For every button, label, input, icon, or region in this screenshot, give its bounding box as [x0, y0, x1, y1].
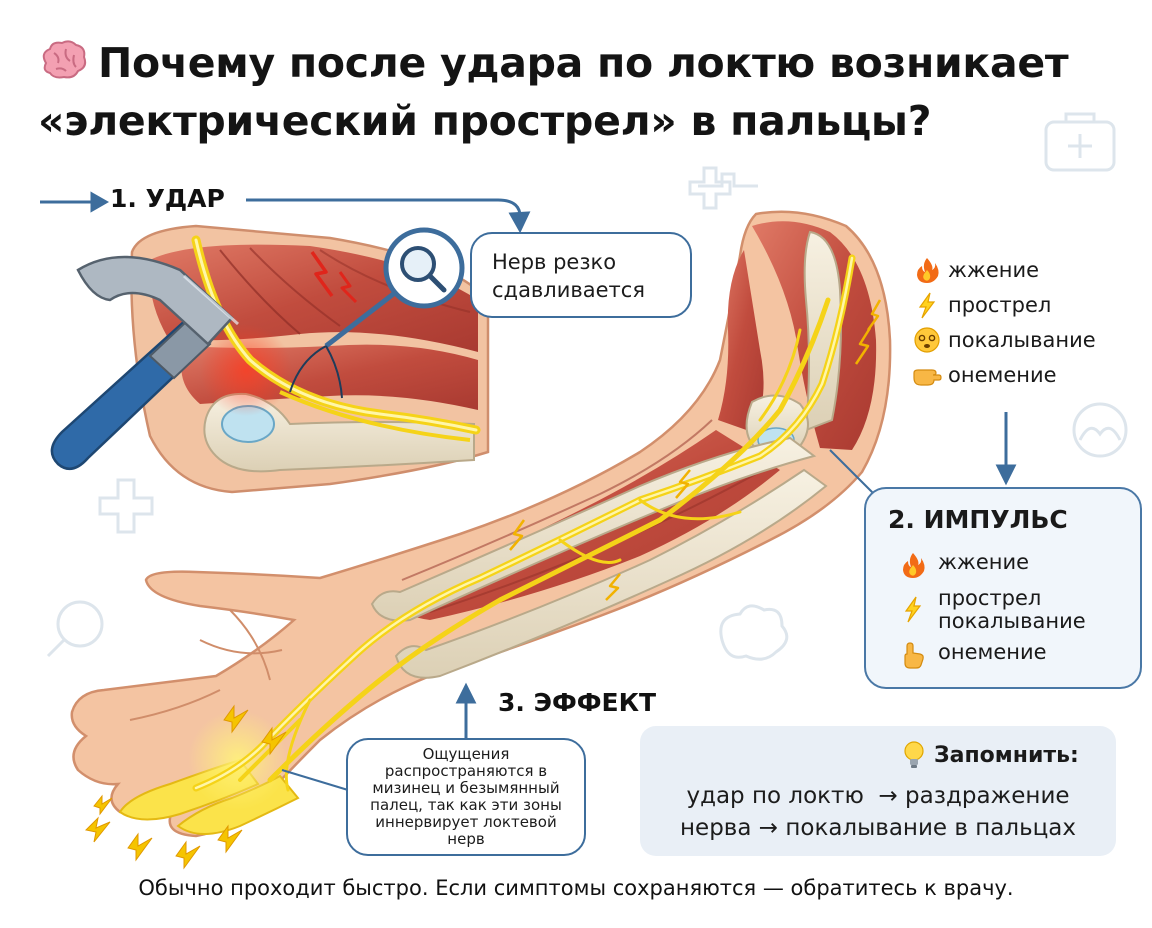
step3-arrow: [281, 682, 477, 791]
step2-label: 2. ИМПУЛЬС: [888, 505, 1068, 534]
remember-line2: нерва → покалывание в пальцах: [680, 815, 1076, 841]
brain-icon: [42, 40, 87, 79]
brain-outline-icon: [1072, 402, 1128, 458]
lightbulb-icon: [904, 741, 924, 768]
remember-heading: Запомнить:: [902, 740, 1079, 770]
lightning-icon: [904, 596, 922, 623]
elbow-closeup: [130, 224, 490, 494]
full-arm: [70, 210, 892, 870]
hand-icon: [913, 368, 942, 386]
impulse-panel: 2. ИМПУЛЬС жжение прострел покалывание о…: [864, 487, 1142, 689]
magnifier-icon: [289, 227, 465, 399]
step3-callout-line: мизинец и безымянный: [372, 779, 560, 797]
page-title: Почему после удара по локтю возникает «э…: [38, 34, 1138, 150]
symptom-text: покалывание: [948, 327, 1096, 352]
fire-icon: [903, 553, 925, 578]
first-aid-kit-icon: [1044, 112, 1116, 172]
step3-callout-line: палец, так как эти зоны: [370, 796, 562, 814]
step3-callout-line: Ощущения: [422, 745, 510, 763]
impulse-text: жжение: [938, 550, 1030, 574]
impulse-text: прострел покалывание: [938, 586, 1086, 633]
footer-note: Обычно проходит быстро. Если симптомы со…: [138, 876, 1014, 900]
step3-label: 3. ЭФФЕКТ: [498, 688, 657, 717]
step1-label: 1. УДАР: [110, 184, 225, 213]
symptom-text: прострел: [948, 292, 1052, 317]
hammer-icon: [50, 255, 239, 471]
step1-callout-line1: Нерв резко: [492, 250, 617, 274]
title-line2: «электрический прострел» в пальцы?: [38, 97, 932, 145]
step2-arrow: [829, 412, 1017, 497]
impulse-text: онемение: [938, 640, 1047, 664]
step3-callout-line: распространяются в: [384, 762, 548, 780]
lightning-icon: [918, 292, 936, 318]
brain-outline-icon: [719, 604, 789, 661]
fire-icon: [917, 257, 939, 283]
remember-panel: Запомнить: удар по локтю → раздражение н…: [640, 726, 1116, 856]
title-line1: Почему после удара по локтю возникает: [98, 39, 1069, 87]
step1-arrow: [40, 191, 531, 234]
step1-callout: Нерв резко сдавливается: [470, 232, 692, 318]
step1-callout-line2: сдавливается: [492, 278, 645, 302]
impulse-item: прострел покалывание: [898, 587, 1138, 633]
remember-line1: удар по локтю → раздражение: [686, 783, 1070, 809]
remember-title: Запомнить:: [934, 742, 1079, 768]
dizzy-face-icon: [914, 326, 940, 353]
symptom-item: онемение: [912, 357, 1142, 392]
step3-callout-line: нерв: [447, 830, 485, 848]
symptom-text: онемение: [948, 362, 1057, 387]
symptom-list: жжение прострел покалывание онемение: [912, 252, 1142, 392]
plus-icon: [98, 478, 154, 534]
symptom-item: жжение: [912, 252, 1142, 287]
step3-callout-line: иннервирует локтевой: [375, 813, 557, 831]
impulse-item: жжение: [898, 551, 1138, 579]
remember-body: удар по локтю → раздражение нерва → пока…: [640, 780, 1116, 844]
symptom-item: покалывание: [912, 322, 1142, 357]
step3-callout: Ощущения распространяются в мизинец и бе…: [346, 738, 586, 856]
symptom-text: жжение: [948, 257, 1040, 282]
background-decor: [46, 112, 1128, 661]
impulse-list: жжение прострел покалывание онемение: [898, 551, 1138, 677]
magnifier-outline-icon: [46, 600, 104, 658]
pointing-hand-icon: [904, 642, 924, 669]
impulse-item: онемение: [898, 641, 1138, 669]
symptom-item: прострел: [912, 287, 1142, 322]
plus-icon: [688, 166, 758, 210]
